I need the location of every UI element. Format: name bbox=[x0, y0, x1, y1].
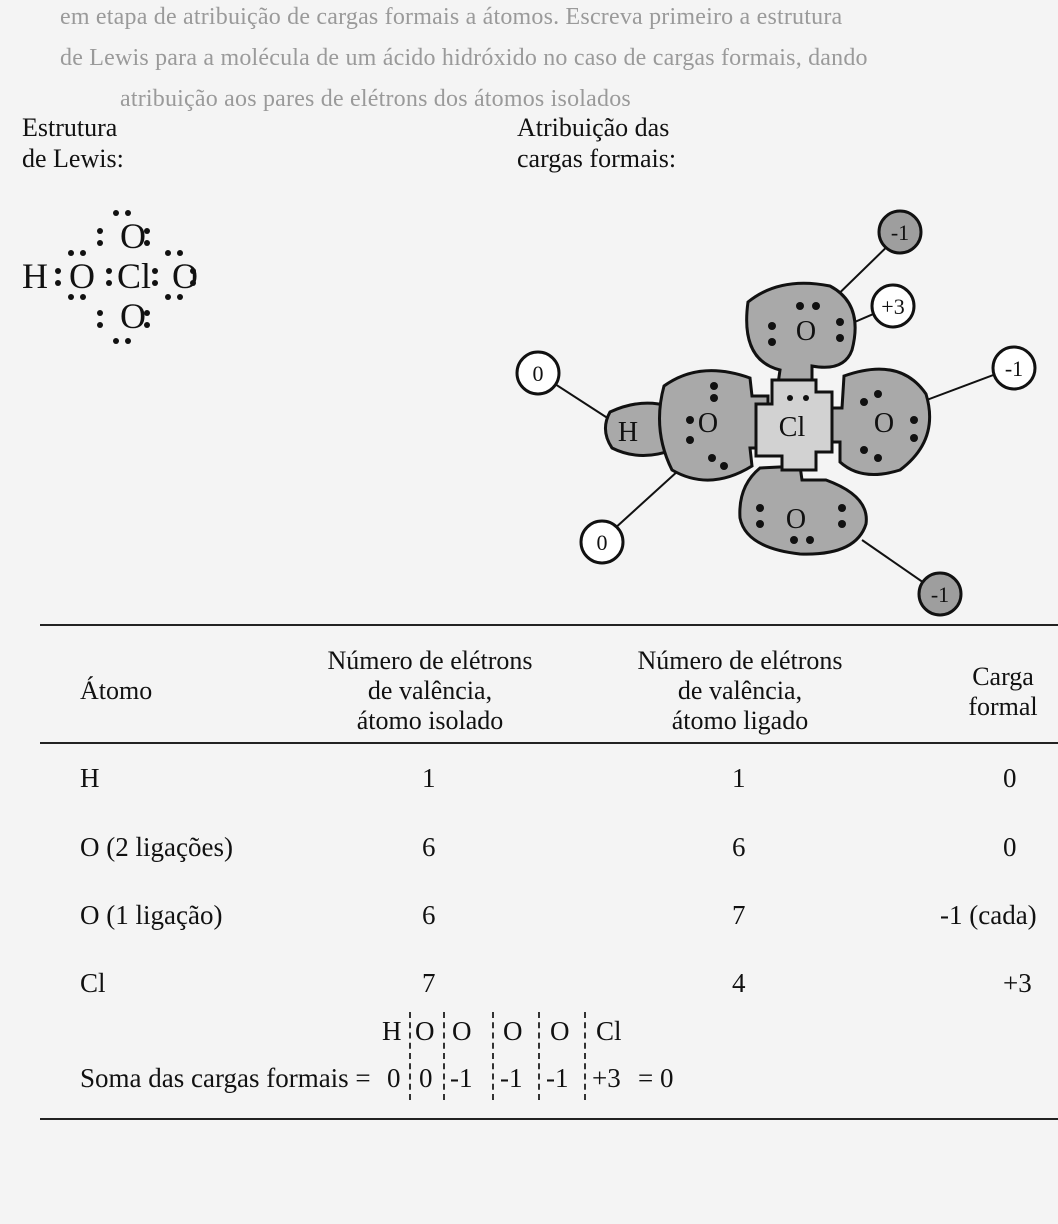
sum-value: 0 bbox=[387, 1063, 401, 1093]
bleed-text-line: de Lewis para a molécula de um ácido hid… bbox=[60, 45, 868, 71]
charge-circle-o-right bbox=[991, 345, 1037, 391]
header-atom: Átomo bbox=[80, 676, 153, 705]
charge-circle-o-top bbox=[877, 209, 923, 255]
charge-circle-cl bbox=[870, 283, 916, 329]
header-isolated: Número de elétrons de valência, átomo is… bbox=[300, 646, 560, 736]
diagram-atom-h: H bbox=[618, 417, 638, 448]
blob-cl bbox=[754, 378, 834, 472]
diagram-atom-o-right: O bbox=[874, 408, 894, 439]
sum-divider bbox=[538, 1012, 540, 1100]
diagram-atom-cl: Cl bbox=[779, 412, 806, 443]
table-cell-isolated: 6 bbox=[422, 832, 436, 862]
charge-label-h: 0 bbox=[533, 361, 544, 386]
table-cell-charge: +3 bbox=[1003, 968, 1032, 998]
charges-title-line: cargas formais: bbox=[517, 144, 677, 173]
blob-o-left bbox=[658, 369, 770, 482]
header-line: Número de elétrons bbox=[327, 646, 533, 675]
table-cell-atom: Cl bbox=[80, 968, 106, 998]
table-cell-charge: -1 (cada) bbox=[940, 900, 1037, 930]
table-bottom-rule bbox=[40, 1118, 1058, 1120]
table-top-rule bbox=[40, 624, 1058, 626]
sum-value: 0 bbox=[419, 1063, 433, 1093]
blob-h bbox=[604, 401, 674, 457]
table-cell-bonded: 4 bbox=[732, 968, 746, 998]
lewis-atom-o-top: O bbox=[120, 216, 146, 256]
header-line: formal bbox=[968, 692, 1038, 721]
lewis-atom-cl: Cl bbox=[117, 256, 152, 296]
bleed-text-line: em etapa de atribuição de cargas formais… bbox=[60, 4, 843, 30]
sum-result: = 0 bbox=[638, 1063, 674, 1093]
formal-charge-diagram: H O Cl O O O -1 +3 -1 0 0 -1 bbox=[515, 209, 1037, 617]
table-cell-atom: O (2 ligações) bbox=[80, 832, 233, 862]
lewis-atom-o-left: O bbox=[69, 256, 95, 296]
header-line: Carga bbox=[972, 662, 1034, 691]
charges-title-line: Atribuição das bbox=[517, 113, 670, 142]
sum-atom: H bbox=[382, 1016, 402, 1046]
bleed-text-line: atribuição aos pares de elétrons dos áto… bbox=[120, 86, 631, 112]
sum-value: -1 bbox=[500, 1063, 523, 1093]
lewis-title-line: de Lewis: bbox=[22, 144, 124, 173]
sum-divider bbox=[584, 1012, 586, 1100]
diagram-atom-o-left: O bbox=[698, 408, 718, 439]
sum-label: Soma das cargas formais = bbox=[80, 1063, 371, 1093]
diagram-electron-dots bbox=[686, 302, 918, 544]
charge-circle-o-left bbox=[579, 519, 625, 565]
blob-o-right bbox=[824, 367, 932, 476]
lewis-atom-o-bottom: O bbox=[120, 296, 146, 336]
diagram-atom-o-top: O bbox=[796, 316, 816, 347]
blob-o-bottom bbox=[738, 464, 868, 556]
table-header-rule bbox=[40, 742, 1058, 744]
lewis-title-line: Estrutura bbox=[22, 113, 118, 142]
table-cell-isolated: 6 bbox=[422, 900, 436, 930]
charge-label-o-bottom: -1 bbox=[931, 582, 949, 607]
charge-label-o-right: -1 bbox=[1005, 356, 1023, 381]
table-cell-charge: 0 bbox=[1003, 832, 1017, 862]
table-cell-isolated: 7 bbox=[422, 968, 436, 998]
header-charge: Carga formal bbox=[948, 662, 1058, 722]
table-cell-bonded: 7 bbox=[732, 900, 746, 930]
charge-circle-h bbox=[515, 350, 561, 396]
sum-atom: Cl bbox=[596, 1016, 622, 1046]
header-bonded: Número de elétrons de valência, átomo li… bbox=[610, 646, 870, 736]
lewis-atom-o-right: O bbox=[172, 256, 198, 296]
sum-atom: O bbox=[415, 1016, 435, 1046]
table-cell-atom: O (1 ligação) bbox=[80, 900, 223, 930]
header-line: átomo isolado bbox=[356, 706, 504, 735]
table-cell-bonded: 1 bbox=[732, 763, 746, 793]
table-cell-charge: 0 bbox=[1003, 763, 1017, 793]
blob-o-top bbox=[745, 281, 857, 386]
charge-label-o-top: -1 bbox=[891, 220, 909, 245]
lewis-atom-h: H bbox=[22, 256, 48, 296]
sum-value: +3 bbox=[592, 1063, 621, 1093]
table-cell-isolated: 1 bbox=[422, 763, 436, 793]
sum-atom: O bbox=[503, 1016, 523, 1046]
header-line: Número de elétrons bbox=[637, 646, 843, 675]
sum-atom: O bbox=[550, 1016, 570, 1046]
charge-label-o-left: 0 bbox=[597, 530, 608, 555]
table-cell-atom: H bbox=[80, 763, 100, 793]
sum-value: -1 bbox=[546, 1063, 569, 1093]
sum-value: -1 bbox=[450, 1063, 473, 1093]
header-line: de valência, bbox=[367, 676, 493, 705]
sum-atom: O bbox=[452, 1016, 472, 1046]
header-line: átomo ligado bbox=[671, 706, 809, 735]
table-cell-bonded: 6 bbox=[732, 832, 746, 862]
sum-divider bbox=[492, 1012, 494, 1100]
header-line: de valência, bbox=[677, 676, 803, 705]
sum-divider bbox=[409, 1012, 411, 1100]
lewis-title: Estrutura de Lewis: bbox=[22, 112, 124, 174]
charge-label-cl: +3 bbox=[881, 294, 904, 319]
charge-circle-o-bottom bbox=[917, 571, 963, 617]
diagram-atom-o-bottom: O bbox=[786, 504, 806, 535]
sum-divider bbox=[443, 1012, 445, 1100]
charges-title: Atribuição das cargas formais: bbox=[517, 112, 676, 174]
